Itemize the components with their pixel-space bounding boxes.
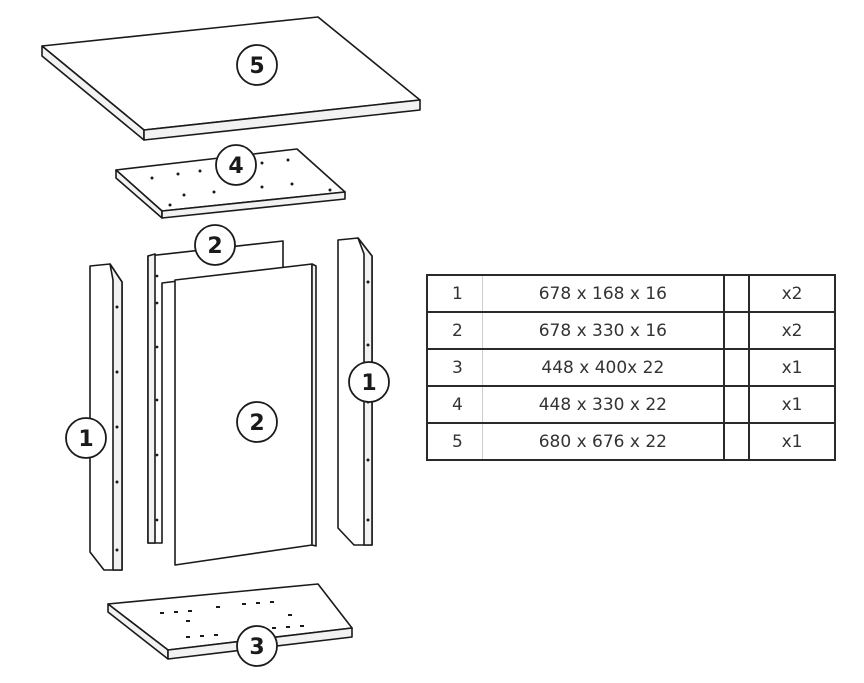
dimensions-cell: 678 x 168 x 16 bbox=[482, 274, 725, 313]
part-number-cell: 4 bbox=[426, 385, 484, 424]
quantity-cell: x2 bbox=[748, 274, 836, 313]
blank-cell bbox=[722, 385, 751, 424]
callout-circle-3 bbox=[236, 625, 278, 667]
callout-circle-2-rear bbox=[194, 224, 236, 266]
callout-label-5: 5 bbox=[249, 54, 264, 79]
quantity-cell: x1 bbox=[748, 385, 836, 424]
table-row: 3 448 x 400x 22 x1 bbox=[426, 348, 836, 387]
back-panel-rear-2 bbox=[147, 240, 284, 544]
table-row: 4 448 x 330 x 22 x1 bbox=[426, 385, 836, 424]
parts-list-table: 1 678 x 168 x 16 x2 2 678 x 330 x 16 x2 … bbox=[426, 274, 836, 461]
callout-label-1-right: 1 bbox=[361, 371, 376, 396]
table-row: 5 680 x 676 x 22 x1 bbox=[426, 422, 836, 461]
quantity-cell: x2 bbox=[748, 311, 836, 350]
callout-label-4: 4 bbox=[228, 154, 243, 179]
side-panel-left-1 bbox=[89, 263, 123, 571]
bottom-panel-3 bbox=[107, 583, 353, 660]
part-number-cell: 1 bbox=[426, 274, 484, 313]
callout-label-3: 3 bbox=[249, 635, 264, 660]
dimensions-cell: 680 x 676 x 22 bbox=[482, 422, 725, 461]
callout-circle-1-right bbox=[348, 361, 390, 403]
bottom-holes bbox=[160, 601, 304, 638]
callout-circle-5 bbox=[236, 44, 278, 86]
callout-label-2-rear: 2 bbox=[207, 234, 222, 259]
callout-circle-2-front bbox=[236, 401, 278, 443]
blank-cell bbox=[722, 422, 751, 461]
top-panel-5 bbox=[41, 16, 421, 141]
part-number-cell: 5 bbox=[426, 422, 484, 461]
callout-circle-1-left bbox=[65, 417, 107, 459]
table-row: 2 678 x 330 x 16 x2 bbox=[426, 311, 836, 350]
callout-circle-4 bbox=[215, 144, 257, 186]
dimensions-cell: 448 x 330 x 22 bbox=[482, 385, 725, 424]
quantity-cell: x1 bbox=[748, 348, 836, 387]
shelf-holes bbox=[150, 158, 332, 207]
blank-cell bbox=[722, 311, 751, 350]
blank-cell bbox=[722, 274, 751, 313]
part-number-cell: 2 bbox=[426, 311, 484, 350]
callout-label-1-left: 1 bbox=[78, 427, 93, 452]
part-number-cell: 3 bbox=[426, 348, 484, 387]
dimensions-cell: 678 x 330 x 16 bbox=[482, 311, 725, 350]
table-row: 1 678 x 168 x 16 x2 bbox=[426, 274, 836, 313]
callout-label-2-front: 2 bbox=[249, 411, 264, 436]
quantity-cell: x1 bbox=[748, 422, 836, 461]
callout-circles bbox=[65, 44, 390, 667]
dimensions-cell: 448 x 400x 22 bbox=[482, 348, 725, 387]
blank-cell bbox=[722, 348, 751, 387]
